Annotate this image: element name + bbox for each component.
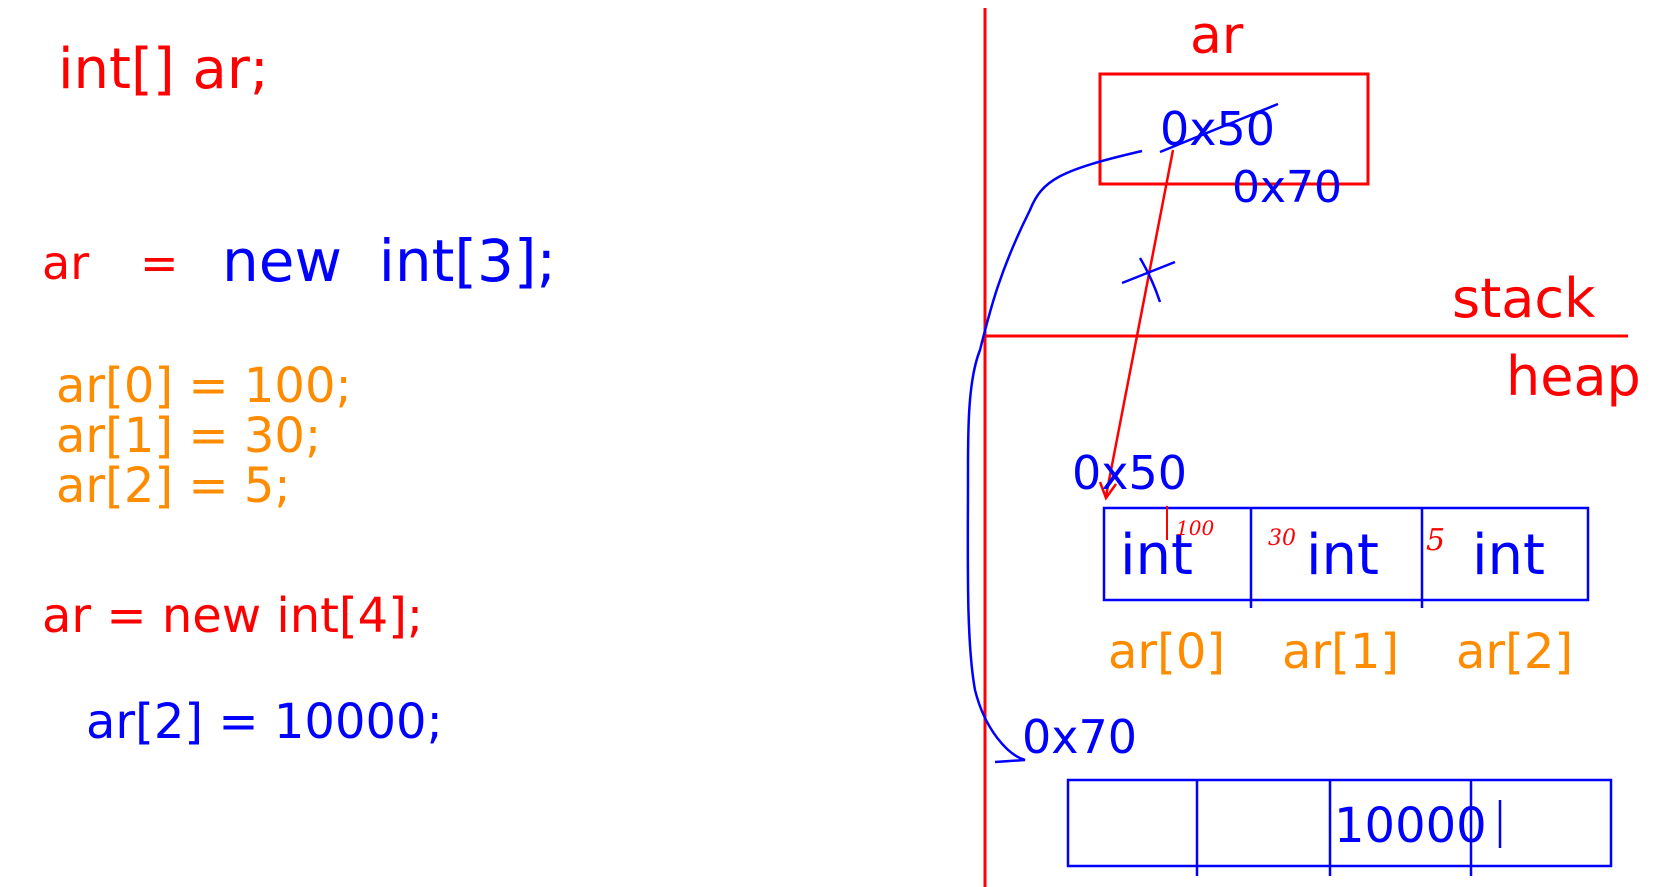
pointer-cross: [1121, 257, 1176, 303]
array1-address: 0x50: [1072, 446, 1188, 500]
code-line-ar0: ar[0] = 100;: [56, 358, 352, 414]
code-line-ar2-10000: ar[2] = 10000;: [86, 694, 443, 750]
pointer-curve-new: [966, 149, 1143, 764]
array1-cell-1-type: int: [1306, 523, 1380, 588]
array1-cell-2-type: int: [1472, 523, 1546, 588]
pointer-arrow-old-head: [1098, 481, 1118, 501]
heap-label: heap: [1506, 345, 1641, 408]
code-line-assign-new: new int[3];: [222, 227, 557, 295]
array1-cell-2-value: 5: [1426, 523, 1446, 558]
variable-new-value: 0x70: [1232, 162, 1343, 213]
code-line-ar2: ar[2] = 5;: [56, 458, 291, 514]
stack-label: stack: [1452, 267, 1596, 330]
code-line-declaration: int[] ar;: [58, 37, 269, 102]
array1-cell-0-type: int: [1120, 523, 1194, 588]
array2-address: 0x70: [1022, 710, 1138, 764]
variable-old-value: 0x50: [1160, 102, 1276, 156]
array2-box: [1066, 778, 1613, 868]
strike-old-value: [1159, 102, 1279, 154]
code-line-assign-eq: =: [140, 236, 179, 290]
variable-name-ar: ar: [1190, 6, 1244, 66]
array1-cell-0-value: 100: [1176, 516, 1215, 540]
variable-box-ar: [1098, 72, 1370, 186]
array1-box: [1102, 506, 1590, 602]
array2-cell-2-value: 10000: [1334, 798, 1487, 854]
array1-index-2: ar[2]: [1456, 624, 1574, 680]
code-line-assign-left: ar: [42, 236, 90, 290]
code-line-ar1: ar[1] = 30;: [56, 408, 322, 464]
pointer-arrow-old: [1104, 149, 1175, 497]
code-line-reassign: ar = new int[4];: [42, 588, 424, 644]
array1-cell-1-value: 30: [1268, 526, 1296, 551]
array1-index-1: ar[1]: [1282, 624, 1400, 680]
array1-index-0: ar[0]: [1108, 624, 1226, 680]
